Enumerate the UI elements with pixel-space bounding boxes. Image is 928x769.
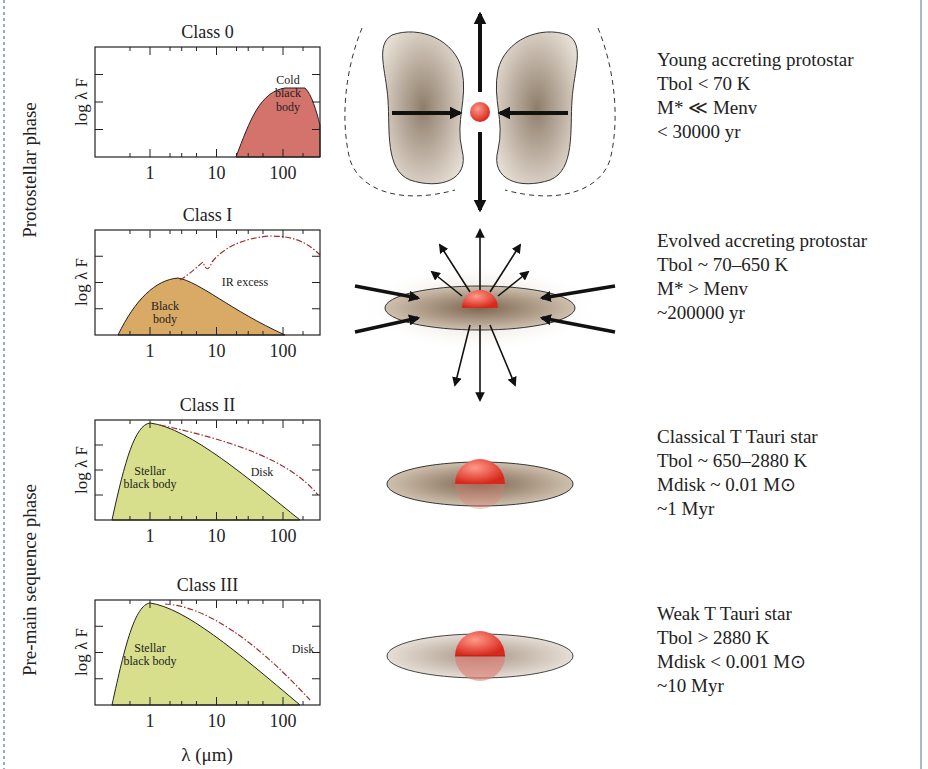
stage-description: Young accreting protostar — [657, 50, 853, 71]
tick-label: 100 — [270, 527, 297, 547]
class-title: Class III — [177, 576, 239, 596]
class-title: Class 0 — [181, 23, 234, 43]
spectrum-label: Black body — [143, 300, 188, 326]
stage-description: ~200000 yr — [657, 303, 745, 324]
stage-description: M* > Menv — [657, 279, 748, 300]
axis-label: log λ F — [73, 446, 92, 494]
stage-description: Evolved accreting protostar — [657, 231, 867, 252]
stage-description: Mdisk ~ 0.01 M⊙ — [657, 475, 796, 496]
spectrum-label: IR excess — [222, 276, 268, 289]
class-title: Class II — [180, 396, 236, 416]
axis-label: log λ F — [73, 628, 92, 676]
tick-label: 10 — [208, 164, 226, 184]
phase-label: Pre-main sequence phase — [20, 484, 41, 676]
tick-label: 1 — [146, 342, 155, 362]
tick-label: 100 — [270, 712, 297, 732]
tick-label: 1 — [146, 527, 155, 547]
sed-panel: Class II Disk Stellar black body — [95, 392, 320, 520]
stage-description: Mdisk < 0.001 M⊙ — [657, 652, 806, 673]
tick-label: 100 — [270, 164, 297, 184]
tick-label: 1 — [146, 164, 155, 184]
spectrum-label: Stellar black body — [123, 642, 178, 668]
spectrum-label: Cold black body — [266, 74, 310, 114]
axis-label: λ (μm) — [181, 745, 233, 766]
sed-panel: Class I IR excessBlack body — [95, 202, 320, 335]
stage-description: Tbol ~ 70–650 K — [657, 255, 788, 276]
stage-description: Tbol < 70 K — [657, 74, 751, 95]
spectrum-label: Disk — [251, 466, 274, 479]
stage-description: M* ≪ Menv — [657, 98, 757, 119]
spectrum-label: Stellar black body — [123, 465, 178, 491]
phase-label: Protostellar phase — [20, 102, 41, 238]
tick-label: 10 — [208, 712, 226, 732]
class-title: Class I — [183, 206, 233, 226]
stage-description: Tbol ~ 650–2880 K — [657, 451, 807, 472]
stage-description: < 30000 yr — [657, 122, 741, 143]
tick-label: 100 — [270, 342, 297, 362]
stage-description: Tbol > 2880 K — [657, 628, 770, 649]
sed-panel: Class III Disk Stellar black body — [95, 572, 320, 705]
stage-description: Classical T Tauri star — [657, 427, 818, 448]
tick-label: 10 — [208, 527, 226, 547]
sed-panel: Class 0 Cold black body — [95, 19, 320, 157]
axis-label: log λ F — [73, 78, 92, 126]
tick-label: 10 — [208, 342, 226, 362]
tick-label: 1 — [146, 712, 155, 732]
stage-description: ~1 Myr — [657, 499, 714, 520]
stage-description: Weak T Tauri star — [657, 604, 792, 625]
axis-label: log λ F — [73, 258, 92, 306]
spectrum-label: Disk — [292, 643, 315, 656]
stage-description: ~10 Myr — [657, 676, 724, 697]
